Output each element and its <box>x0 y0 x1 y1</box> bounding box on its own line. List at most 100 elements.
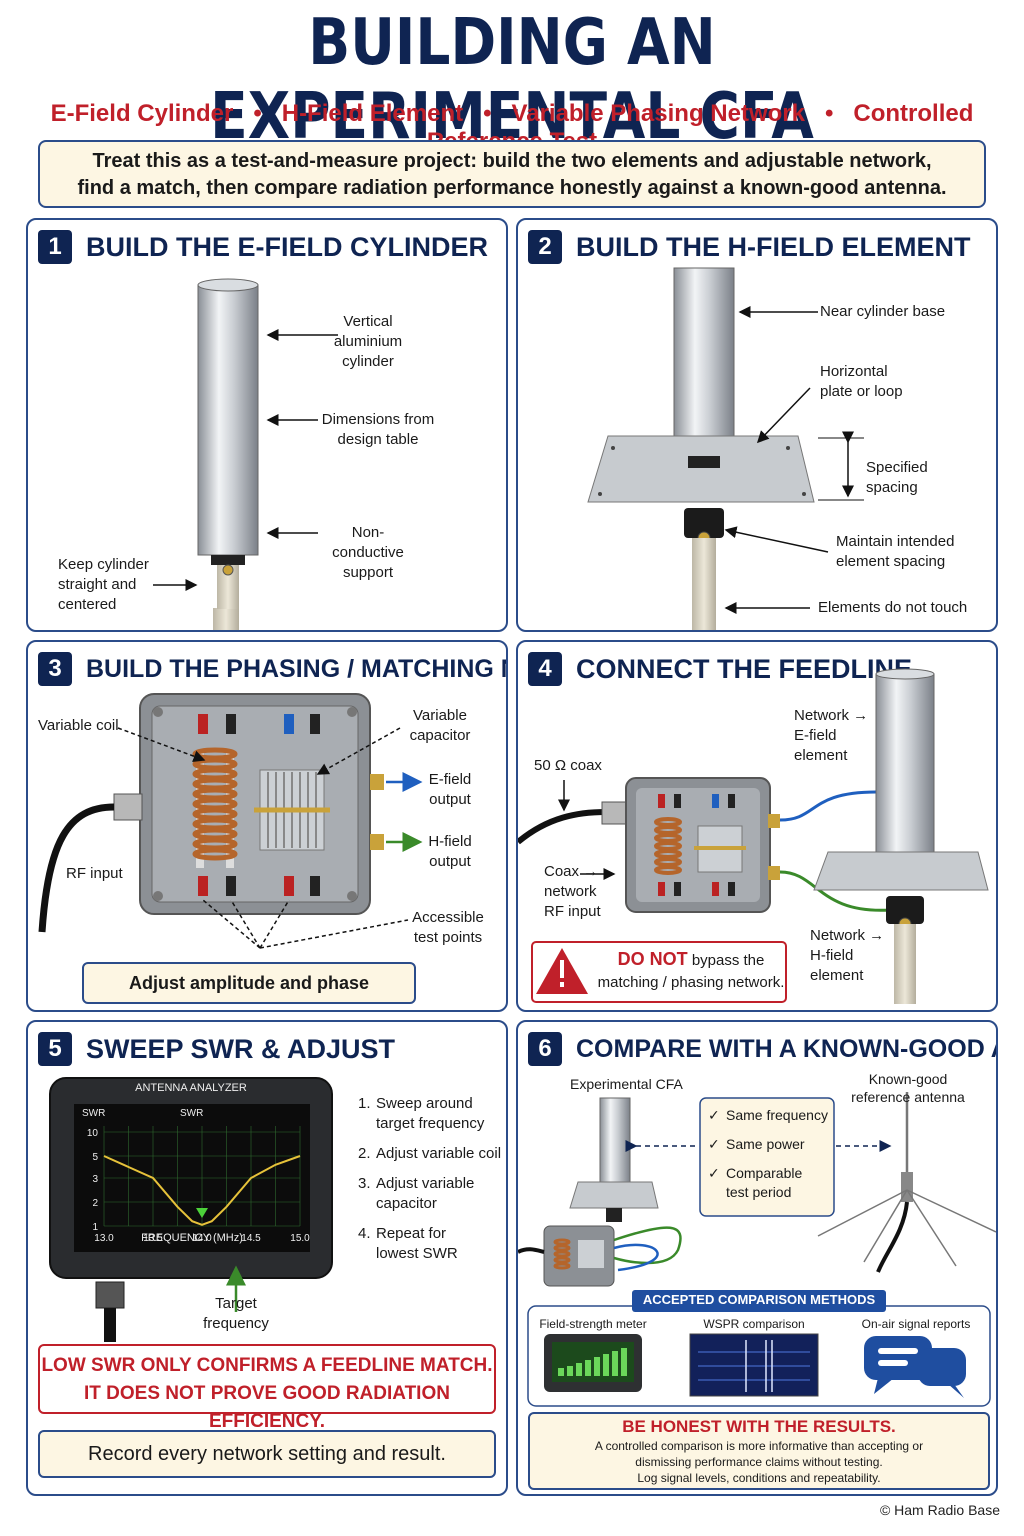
method-field-strength: Field-strength meter <box>539 1317 647 1331</box>
label-vertical-cylinder: Vertical aluminium cylinder <box>328 312 408 372</box>
label-line: Known-good <box>868 1071 948 1087</box>
label-line: RF input <box>544 903 601 920</box>
label-network-efield: Network → E-field element <box>794 706 868 766</box>
label-line: plate or loop <box>820 383 903 400</box>
step-number-badge: 3 <box>38 652 72 686</box>
warning-bold: DO NOT <box>617 949 688 969</box>
variable-capacitor-graphic <box>254 769 330 851</box>
label-near-base: Near cylinder base <box>820 303 946 320</box>
label-line: Non-conductive <box>332 524 404 561</box>
label-rf-input: RF input <box>66 865 123 882</box>
label-line: Coax → <box>544 863 599 880</box>
label-network-hfield: Network → H-field element <box>810 926 884 986</box>
label-line: E-field <box>428 771 472 788</box>
warning-low-swr: LOW SWR ONLY CONFIRMS A FEEDLINE MATCH. … <box>38 1344 496 1432</box>
note-record-settings: Record every network setting and result. <box>38 1430 496 1478</box>
step-text: Sweep around <box>376 1095 473 1112</box>
panel-phasing-network: 3 BUILD THE PHASING / MATCHING NETWORK <box>26 640 508 1012</box>
honest-results-box: BE HONEST WITH THE RESULTS. A controlled… <box>528 1412 990 1490</box>
step-text: Adjust variable coil <box>376 1145 502 1162</box>
comparison-illustration <box>518 1092 996 1407</box>
step-item: 1. Sweep around target frequency <box>358 1094 506 1134</box>
subtitle-separator: • <box>483 100 492 127</box>
checklist-text: Comparable <box>726 1165 803 1181</box>
feedline-illustration <box>518 668 989 1004</box>
hfield-element-illustration <box>587 267 864 630</box>
label-line: Specified <box>866 459 928 476</box>
checklist-text: Same frequency <box>726 1107 828 1123</box>
panel-connect-feedline: 4 CONNECT THE FEEDLINE <box>516 640 998 1012</box>
label-line: centered <box>58 596 117 613</box>
y-tick-label: 2 <box>92 1198 98 1209</box>
label-50-ohm-coax: 50 Ω coax <box>534 757 602 774</box>
label-line: element spacing <box>836 553 946 570</box>
label-line: spacing <box>866 479 918 496</box>
label-keep-centered: Keep cylinder straight and centered <box>58 555 158 615</box>
label-hfield-output: H-field output <box>420 832 480 872</box>
warning-line: LOW SWR ONLY CONFIRMS A FEEDLINE MATCH. <box>41 1355 493 1376</box>
label-line: support <box>342 564 394 581</box>
label-experimental-cfa: Experimental CFA <box>570 1076 683 1092</box>
label-test-points: Accessible test points <box>408 908 488 948</box>
label-line: Vertical <box>343 313 393 330</box>
y-tick-label: 10 <box>87 1128 99 1139</box>
y-tick-label: 1 <box>92 1222 98 1233</box>
step-text: Adjust variable <box>376 1175 475 1192</box>
label-horizontal-plate: Horizontal plate or loop <box>820 362 903 402</box>
label-line: Variable <box>413 707 467 724</box>
subtitle-item: H-Field Element <box>281 100 464 127</box>
panel-title: BUILD THE H-FIELD ELEMENT <box>576 232 971 262</box>
label-line: element <box>794 747 848 764</box>
checklist-item: ✓ Same frequency <box>708 1106 832 1125</box>
step-number-badge: 5 <box>38 1032 72 1066</box>
honest-title: BE HONEST WITH THE RESULTS. <box>622 1417 896 1436</box>
y-tick-label: 3 <box>92 1174 98 1185</box>
x-tick-label: 13.0 <box>94 1233 114 1244</box>
variable-coil-graphic <box>192 747 238 868</box>
label-line: straight and <box>58 576 137 593</box>
panel-title: COMPARE WITH A KNOWN-GOOD ANTENNA <box>576 1035 996 1063</box>
panel-hfield-element: 2 BUILD THE H-FIELD ELEMENT Near cylinde… <box>516 218 998 632</box>
sweep-steps-list: 1. Sweep around target frequency 2. Adjust … <box>358 1094 506 1264</box>
step-number-badge: 4 <box>528 652 562 686</box>
label-maintain-spacing: Maintain intended element spacing <box>836 532 954 572</box>
copyright-notice: © Ham Radio Base <box>879 1502 1000 1518</box>
check-icon: ✓ <box>708 1107 720 1123</box>
subtitle-separator: • <box>253 100 262 127</box>
step-number: 1. <box>358 1095 371 1112</box>
panel-title: BUILD THE E-FIELD CYLINDER <box>86 232 488 262</box>
label-line: Target <box>215 1295 257 1312</box>
panel-compare-reference: 6 COMPARE WITH A KNOWN-GOOD ANTENNA <box>516 1020 998 1496</box>
label-line: output <box>429 791 471 808</box>
x-tick-label: 13.5 <box>143 1233 163 1244</box>
label-line: Maintain intended <box>836 533 955 550</box>
label-line: frequency <box>203 1315 269 1332</box>
subtitle-item: Variable Phasing Network <box>511 100 805 127</box>
label-line: output <box>429 853 471 870</box>
step-number: 2. <box>358 1145 371 1162</box>
swr-x-axis-title: FREQUENCY (MHz) <box>141 1232 243 1244</box>
label-line: network <box>544 883 597 900</box>
warning-do-not-bypass: DO NOT bypass the matching / phasing net… <box>596 948 786 994</box>
intro-box: Treat this as a test-and-measure project… <box>38 140 986 208</box>
intro-line: Treat this as a test-and-measure project… <box>92 150 932 172</box>
step-number: 4. <box>358 1225 371 1242</box>
phasing-network-illustration <box>38 693 423 949</box>
label-reference-antenna: Known-good reference antenna <box>848 1070 968 1106</box>
step-text: target frequency <box>376 1115 485 1132</box>
subtitle-item: E-Field Cylinder <box>50 100 234 127</box>
warning-text: matching / phasing network. <box>597 974 785 991</box>
panel-sweep-swr: 5 SWEEP SWR & ADJUST ANTENNA ANALYZER 10… <box>26 1020 508 1496</box>
step-text: lowest SWR <box>376 1245 458 1262</box>
label-dimensions: Dimensions from design table <box>318 410 438 450</box>
method-on-air-reports: On-air signal reports <box>861 1317 971 1331</box>
label-variable-capacitor: Variable capacitor <box>400 706 480 746</box>
label-line: H-field <box>810 947 854 964</box>
label-line: H-field <box>428 833 472 850</box>
panel-title: SWEEP SWR & ADJUST <box>86 1034 396 1064</box>
efield-cylinder-illustration <box>153 278 338 630</box>
methods-title: ACCEPTED COMPARISON METHODS <box>642 1292 876 1307</box>
label-line: capacitor <box>409 727 471 744</box>
